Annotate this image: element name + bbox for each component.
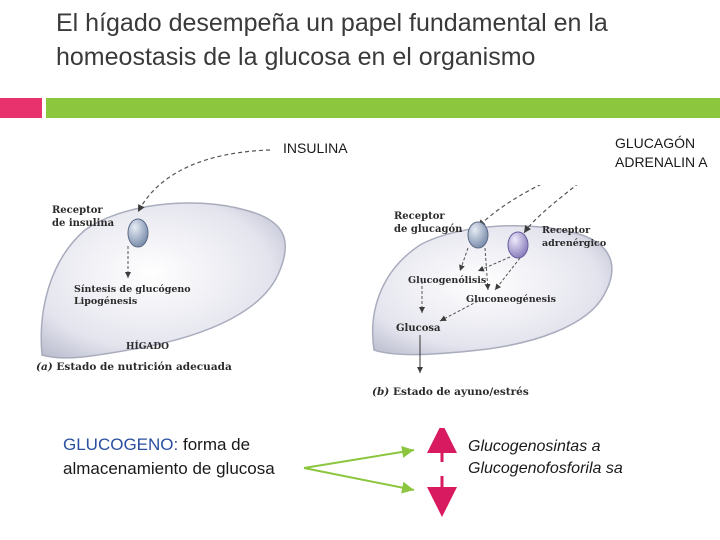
glucagon-receptor (467, 221, 489, 249)
liver-panel-b: Receptor de glucagón Receptor adrenérgic… (371, 185, 613, 373)
glycogen-note: GLUCOGENO: forma de almacenamiento de gl… (63, 433, 313, 481)
branch-arrow-down (303, 467, 415, 494)
accent-bar-pink (0, 98, 42, 118)
insulin-receptor-label: Receptor de insulina (52, 205, 115, 229)
organ-label: HÍGADO (126, 340, 169, 352)
glycogen-synthesis-label: Síntesis de glucógeno Lipogénesis (74, 284, 194, 307)
glycogen-definition: forma de almacenamiento de glucosa (63, 435, 275, 478)
adrenergic-receptor-label: Receptor adrenérgico (542, 225, 606, 249)
gluconeogenesis-label: Gluconeogénesis (466, 294, 556, 305)
liver-shape (40, 202, 287, 359)
adrenergic-receptor (507, 231, 529, 259)
glycogen-term: GLUCOGENO: (63, 435, 179, 454)
page-title: El hígado desempeña un papel fundamental… (56, 9, 608, 71)
liver-shape (371, 224, 613, 356)
insulin-receptor (127, 218, 149, 248)
branch-arrows (303, 428, 457, 517)
caption-a: (a) Estado de nutrición adecuada (36, 361, 232, 373)
liver-panel-a: Receptor de insulina Síntesis de glucóge… (40, 149, 287, 359)
accent-bar-green (46, 98, 720, 118)
insulina-label: INSULINA (283, 140, 348, 156)
glucagon-adrenalin-label: GLUCAGÓN ADRENALIN A (615, 135, 708, 170)
enzymes-label: Glucogenosintas a Glucogenofosforila sa (468, 438, 623, 477)
caption-b: (b) Estado de ayuno/estrés (372, 386, 529, 398)
glucagon-receptor-label: Receptor de glucagón (394, 211, 463, 235)
glucose-label: Glucosa (396, 323, 441, 334)
glycogenolysis-label: Glucogenólisis (408, 275, 486, 286)
branch-arrow-up (303, 446, 415, 469)
